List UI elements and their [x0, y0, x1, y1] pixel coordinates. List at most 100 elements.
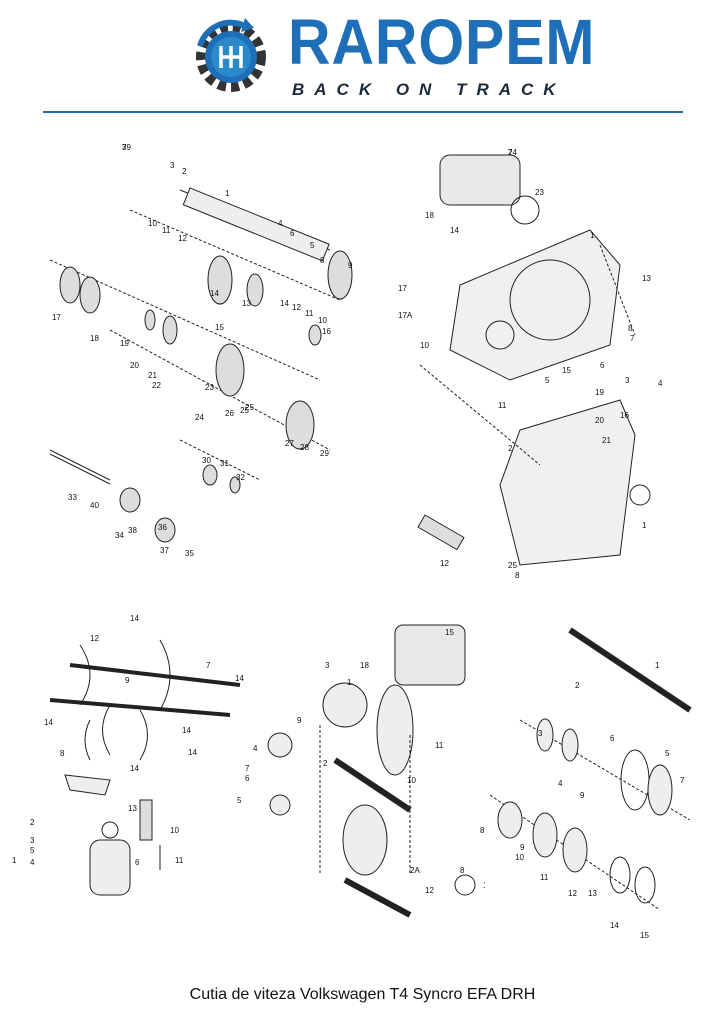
part-number-label: 4: [278, 219, 283, 228]
part-number-label: 14: [130, 764, 139, 773]
part-number-label: 4: [658, 379, 663, 388]
part-number-label: 14: [210, 289, 219, 298]
part-number-label: 14: [44, 718, 53, 727]
part-number-label: 7: [680, 776, 685, 785]
part-number-label: 13: [128, 804, 137, 813]
part-number-label: 26: [225, 409, 234, 418]
part-number-label: 14: [188, 748, 197, 757]
part-number-label: 14: [450, 226, 459, 235]
part-number-label: 12: [568, 889, 577, 898]
part-number-label: 19: [595, 388, 604, 397]
part-number-label: 4: [30, 858, 35, 867]
part-number-label: 10: [515, 853, 524, 862]
gear-shift-logo-icon: [190, 16, 272, 98]
header-divider: [43, 111, 683, 113]
part-number-label: 15: [640, 931, 649, 940]
part-number-label: 22: [152, 381, 161, 390]
part-number-label: 11: [305, 309, 314, 318]
part-number-label: 18: [90, 334, 99, 343]
part-number-label: 24: [195, 413, 204, 422]
header: RAROPEM BACK ON TRACK: [0, 0, 725, 113]
part-number-label: 18: [425, 211, 434, 220]
part-number-label: 30: [202, 456, 211, 465]
part-number-label: 9: [297, 716, 302, 725]
part-number-label: 10: [170, 826, 179, 835]
part-number-label: 2: [575, 681, 580, 690]
part-number-label: 9: [348, 261, 353, 270]
part-number-label: 13: [642, 274, 651, 283]
part-number-label: 3: [30, 836, 35, 845]
part-number-label: 20: [130, 361, 139, 370]
part-number-label: 23: [205, 383, 214, 392]
part-number-label: 8: [480, 826, 485, 835]
part-number-label: 6: [610, 734, 615, 743]
part-number-label: 10: [318, 316, 327, 325]
diagram-differential: 15318194765211102A81213: [235, 615, 492, 935]
part-number-label: 6: [245, 774, 250, 783]
part-number-label: 12: [292, 303, 301, 312]
part-number-label: 31: [220, 459, 229, 468]
part-number-label: 20: [595, 416, 604, 425]
part-number-label: 11: [162, 226, 171, 235]
part-number-label: 12: [425, 886, 434, 895]
part-number-label: 1: [12, 856, 17, 865]
part-number-label: 7: [630, 334, 635, 343]
part-number-label: 2A: [410, 866, 420, 875]
part-number-label: 5: [545, 376, 550, 385]
part-number-label: 21: [602, 436, 611, 445]
part-number-label: 21: [148, 371, 157, 380]
part-number-label: 39: [122, 143, 131, 152]
part-number-label: 3: [170, 161, 175, 170]
part-number-label: 10: [148, 219, 157, 228]
part-number-label: 3: [325, 661, 330, 670]
part-number-label: 3: [538, 729, 543, 738]
part-number-label: 1: [347, 678, 352, 687]
part-number-label: 38: [128, 526, 137, 535]
part-number-label: 5: [30, 846, 35, 855]
part-number-label: 28: [300, 443, 309, 452]
part-number-label: 15: [445, 628, 454, 637]
part-number-label: 9: [580, 791, 585, 800]
part-number-label: 2: [323, 759, 328, 768]
part-number-label: 35: [185, 549, 194, 558]
part-number-label: 8: [60, 749, 65, 758]
part-number-label: 17: [398, 284, 407, 293]
part-number-label: 2: [508, 444, 513, 453]
part-number-label: 32: [236, 473, 245, 482]
part-number-label: 14: [280, 299, 289, 308]
part-number-label: 13: [588, 889, 597, 898]
part-number-label: 34: [115, 531, 124, 540]
part-number-label: 1: [642, 521, 647, 530]
part-number-label: 12: [440, 559, 449, 568]
part-number-label: 6: [135, 858, 140, 867]
part-number-label: 11: [498, 401, 507, 410]
part-number-label: 12: [90, 634, 99, 643]
part-number-label: 24: [508, 148, 517, 157]
part-number-label: 8: [515, 571, 520, 580]
brand-tagline: BACK ON TRACK: [292, 80, 566, 99]
part-number-label: 13: [242, 299, 251, 308]
part-number-label: 10: [407, 776, 416, 785]
part-number-label: 37: [160, 546, 169, 555]
part-number-label: 27: [285, 439, 294, 448]
part-number-label: 14: [182, 726, 191, 735]
part-number-label: 19: [120, 339, 129, 348]
part-number-label: 1: [590, 231, 595, 240]
part-number-label: 7: [508, 148, 513, 157]
part-number-label: 1: [225, 189, 230, 198]
part-number-label: 10: [420, 341, 429, 350]
part-number-label: 17: [52, 313, 61, 322]
part-number-label: 7: [122, 143, 127, 152]
part-number-label: 14: [610, 921, 619, 930]
part-number-label: 11: [175, 856, 184, 865]
part-number-label: 16: [620, 411, 629, 420]
part-number-label: 7: [206, 661, 211, 670]
part-number-label: 8: [628, 324, 633, 333]
diagram-caption: Cutia de viteza Volkswagen T4 Syncro EFA…: [189, 986, 536, 1003]
part-number-label: 16: [322, 327, 331, 336]
part-number-label: 36: [158, 523, 167, 532]
part-number-label: 18: [360, 661, 369, 670]
